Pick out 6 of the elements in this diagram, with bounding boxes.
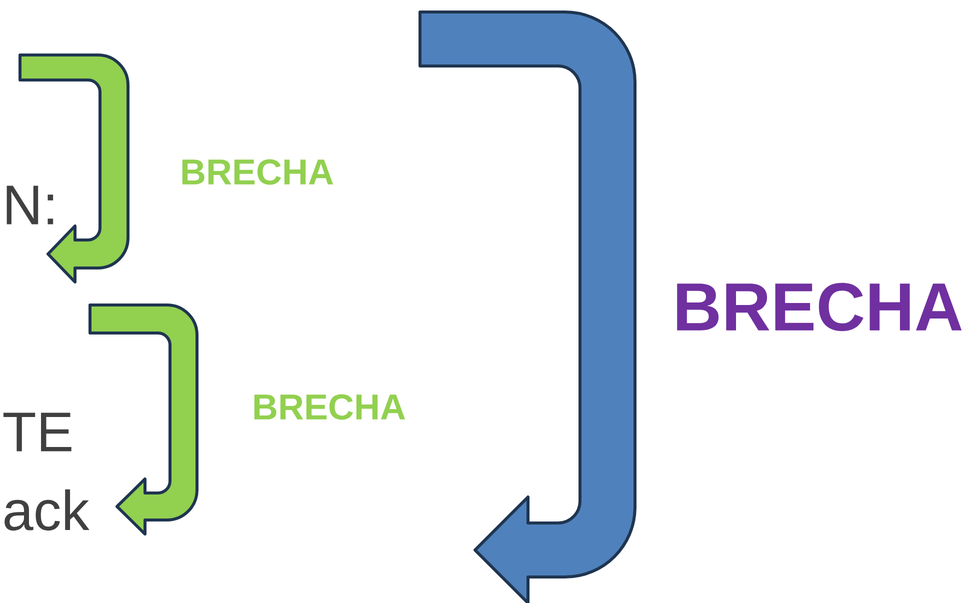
cropped-text: ack: [4, 489, 90, 531]
gap-label: BRECHA: [254, 394, 406, 420]
cropped-text: TE: [3, 412, 72, 452]
cropped-text: N:: [6, 186, 54, 224]
gap-label: BRECHA: [677, 282, 962, 332]
gap-label: BRECHA: [182, 159, 334, 185]
